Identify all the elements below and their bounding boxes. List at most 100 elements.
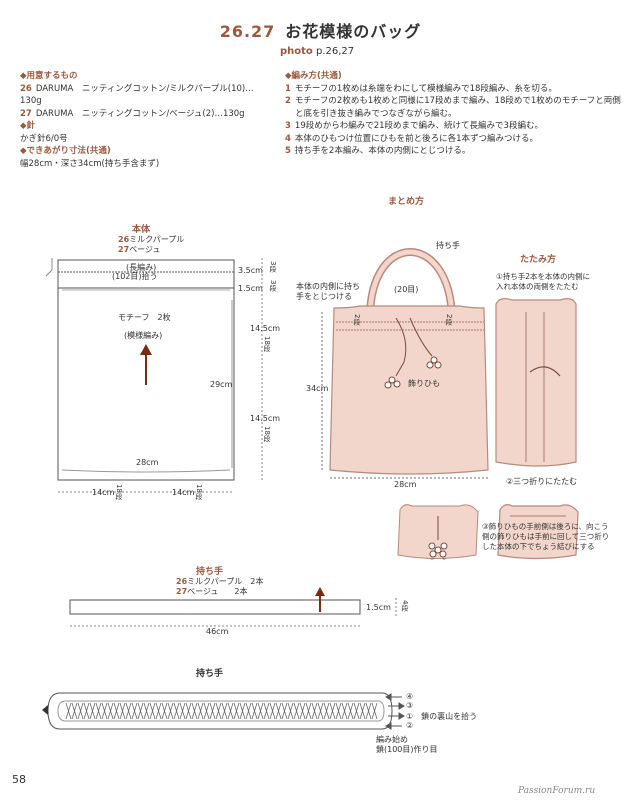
chart-start-label: 編み始め [376, 735, 408, 744]
pattern-label: (模様編み) [124, 331, 163, 340]
rows-18-lower: 18段 [263, 426, 271, 442]
page-title: 26.27 お花模様のバッグ [0, 18, 641, 42]
stitch-mark [215, 702, 222, 720]
chart-row-4: ④ [406, 692, 414, 701]
handle-dim-1-5cm: 1.5cm [366, 603, 391, 612]
stitch-mark [173, 702, 180, 720]
stitch-mark [185, 702, 192, 720]
band-stitch-label: (長編み) [126, 263, 157, 272]
chart-row-2: ② [406, 721, 414, 730]
watermark: PassionForum.ru [518, 786, 596, 796]
dim-28cm: 28cm [136, 458, 159, 467]
folding-step-2: ②三つ折りにたたむ [506, 477, 578, 486]
stitch-mark [131, 702, 138, 720]
dim-1-5cm: 1.5cm [238, 284, 263, 293]
dim-29cm: 29cm [210, 380, 233, 389]
stitch-mark [233, 702, 240, 720]
stitch-mark [305, 702, 312, 720]
stitch-mark [113, 702, 120, 720]
stitch-mark [119, 702, 126, 720]
stitch-mark [317, 702, 324, 720]
dim-14-5cm-upper: 14.5cm [250, 324, 281, 333]
rows-18-upper: 18段 [263, 336, 271, 352]
folding-title: たたみ方 [520, 255, 557, 265]
folding-step-1: ①持ち手2本を本体の内側に入れ本体の両側をたたむ [496, 272, 590, 291]
handle-color-27: 27ベージュ 2本 [176, 587, 248, 596]
stitch-count-20: (20目) [394, 285, 419, 294]
handle-strip [69, 598, 397, 627]
assembly-title: まとめ方 [388, 197, 425, 207]
body-diagram-title: 本体 [132, 225, 151, 235]
stitch-mark [347, 702, 354, 720]
stitch-mark [89, 702, 96, 720]
chart-row-arrows [385, 693, 405, 730]
pattern-number: 26.27 [219, 22, 276, 41]
page-number: 58 [12, 773, 26, 786]
stitch-mark [137, 702, 144, 720]
photo-label: photo [280, 46, 313, 57]
photo-reference: photo p.26,27 [280, 46, 354, 57]
body-outline [57, 259, 235, 481]
handle-color-26: 26ミルクパープル 2本 [176, 577, 264, 586]
body-color-27: 27ベージュ [118, 245, 161, 254]
chart-chain-label: 鎖(100目)作り目 [376, 745, 438, 754]
dim-14cm-right: 14cm [172, 488, 195, 497]
stitch-mark [365, 702, 372, 720]
rows-2-right: 2段 [445, 314, 453, 326]
method-heading: ◆編み方(共通) [285, 71, 342, 81]
stitch-mark [353, 702, 360, 720]
stitch-mark [95, 702, 102, 720]
stitch-mark [107, 702, 114, 720]
pattern-title: お花模様のバッグ [285, 22, 422, 41]
photo-pages: p.26,27 [316, 46, 355, 57]
stitch-mark [83, 702, 90, 720]
dim-3-5cm: 3.5cm [238, 266, 263, 275]
needle-text: かぎ針6/0号 [20, 133, 68, 144]
rows-3-bottom: 3段 [269, 280, 277, 292]
stitch-mark [257, 702, 264, 720]
band-pick-label: (102目)拾う [112, 272, 158, 281]
stitch-mark [161, 702, 168, 720]
materials-heading: ◆用意するもの [20, 71, 78, 81]
stitch-mark [239, 702, 246, 720]
rows-2-left: 2段 [353, 314, 361, 326]
stitch-mark [71, 702, 78, 720]
stitch-mark [269, 702, 276, 720]
stitch-mark [245, 702, 252, 720]
chart-row-1: ① 鎖の裏山を拾う [406, 712, 478, 721]
stitch-mark [371, 702, 378, 720]
stitch-mark [101, 702, 108, 720]
stitch-mark [323, 702, 330, 720]
cord-label: 飾りひも [408, 379, 440, 388]
needle-heading: ◆針 [20, 121, 36, 131]
stitch-mark [209, 702, 216, 720]
stitch-mark [155, 702, 162, 720]
handle-diagram-title: 持ち手 [196, 567, 224, 577]
stitch-mark [311, 702, 318, 720]
stitch-mark [299, 702, 306, 720]
stitch-mark [341, 702, 348, 720]
handle-dim-46cm: 46cm [206, 627, 229, 636]
dim-28cm-bag: 28cm [394, 480, 417, 489]
stitch-mark [167, 702, 174, 720]
tied-bow-icon [428, 516, 448, 558]
direction-arrow-body [140, 344, 152, 385]
stitch-mark [329, 702, 336, 720]
stitch-mark [263, 702, 270, 720]
cord-detail [384, 317, 442, 389]
size-text: 幅28cm・深さ34cm(持ち手含まず) [20, 158, 160, 169]
handle-chart-title: 持ち手 [196, 669, 224, 679]
assembled-bag [321, 248, 489, 479]
stitch-mark [359, 702, 366, 720]
stitch-mark [227, 702, 234, 720]
folding-step-3: ③飾りひもの手前側は後ろに、向こう側の飾りひもは手前に回して三つ折りした本体の下… [482, 522, 610, 551]
size-heading: ◆できあがり寸法(共通) [20, 146, 111, 156]
stitch-mark [281, 702, 288, 720]
